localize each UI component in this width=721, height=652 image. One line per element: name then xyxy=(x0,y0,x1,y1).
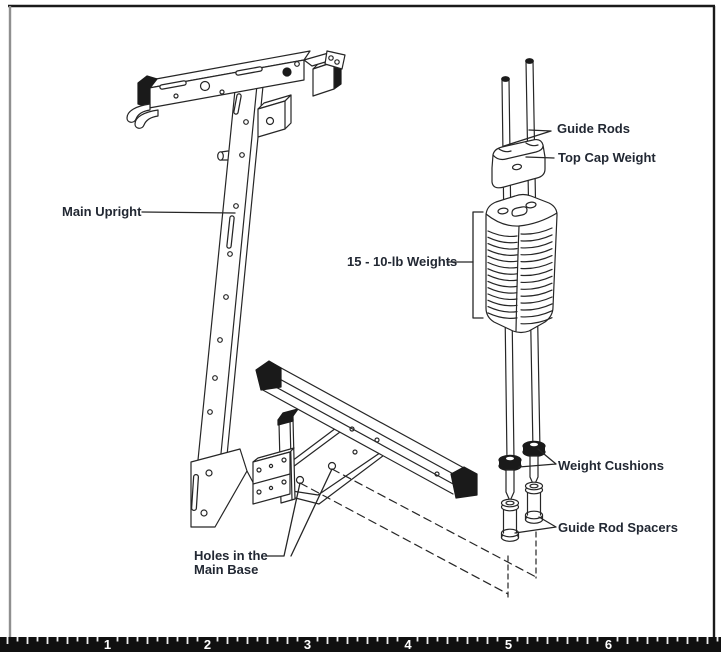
label-holes-line1: Holes in the xyxy=(194,548,268,563)
hook-icon xyxy=(126,103,151,123)
projection-dashed-lines xyxy=(299,468,537,599)
label-top-cap-weight: Top Cap Weight xyxy=(558,150,656,165)
label-holes-main-base: Holes in the Main Base xyxy=(194,549,268,577)
ruler-number-5: 5 xyxy=(504,637,513,652)
front-beam-drawing xyxy=(255,360,478,499)
leader-top-cap-weight xyxy=(525,156,555,159)
top-arm-drawing xyxy=(126,50,346,129)
leader-weight-cushions xyxy=(518,448,557,468)
beam-end-cap xyxy=(255,360,282,391)
weight-cushions-drawing xyxy=(498,440,546,502)
ruler: 1 2 3 4 5 6 xyxy=(0,637,721,652)
weight-stack-drawing xyxy=(485,193,558,334)
main-upright-drawing xyxy=(190,79,292,528)
weights-bracket xyxy=(472,211,484,319)
hook-icon xyxy=(134,109,159,129)
beam-end-cap xyxy=(450,466,478,499)
label-guide-rods: Guide Rods xyxy=(557,121,630,136)
guide-rod-spacers-drawing xyxy=(500,481,544,542)
label-main-upright: Main Upright xyxy=(62,204,142,219)
label-weights: 15 - 10-lb Weights xyxy=(347,254,458,269)
top-cap-weight-drawing xyxy=(491,138,546,189)
rod-tip xyxy=(529,455,539,487)
leader-guide-rod-spacers xyxy=(514,516,557,534)
ruler-number-6: 6 xyxy=(604,637,613,652)
leader-main-upright xyxy=(141,211,236,214)
ruler-ticks xyxy=(6,637,719,644)
ruler-number-2: 2 xyxy=(203,637,212,652)
ruler-number-3: 3 xyxy=(303,637,312,652)
label-weight-cushions: Weight Cushions xyxy=(558,458,664,473)
leader-holes-main-base xyxy=(265,468,333,557)
rod-tip xyxy=(505,469,515,502)
weight-plate-lines xyxy=(487,227,553,325)
label-guide-rod-spacers: Guide Rod Spacers xyxy=(558,520,678,535)
ruler-number-1: 1 xyxy=(103,637,112,652)
page-border xyxy=(8,4,716,637)
leader-guide-rods xyxy=(503,129,552,147)
label-holes-line2: Main Base xyxy=(194,562,259,577)
ruler-number-4: 4 xyxy=(404,637,412,652)
callout-leaders xyxy=(141,129,557,557)
